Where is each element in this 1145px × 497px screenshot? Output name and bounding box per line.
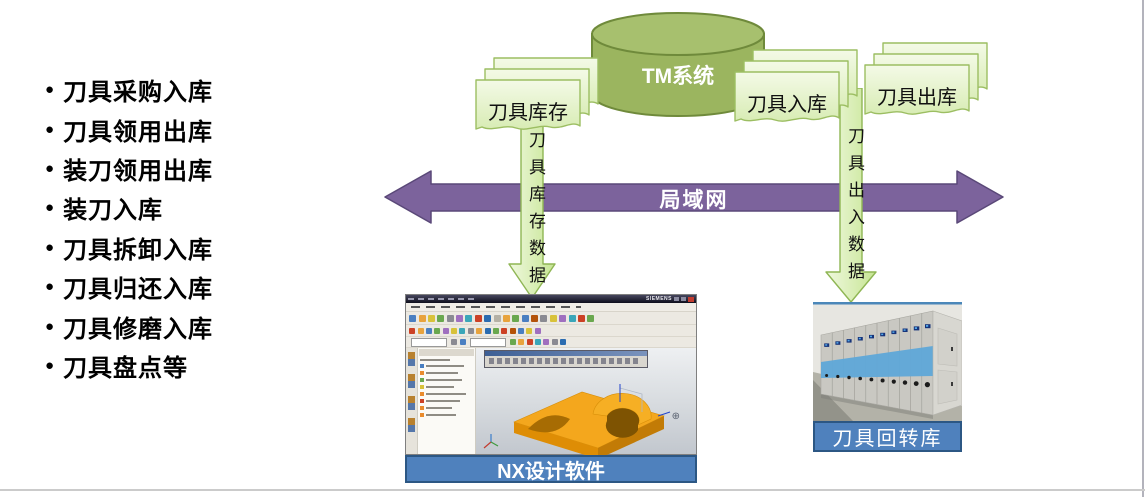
tm-system-database: TM系统 bbox=[588, 8, 768, 120]
list-item: ● 装刀领用出库 bbox=[45, 149, 213, 188]
nx-workspace: ⊕ bbox=[406, 348, 696, 459]
list-item: ● 装刀入库 bbox=[45, 188, 213, 227]
nx-banner-label: NX设计软件 bbox=[497, 460, 605, 483]
nx-toolbar-top bbox=[406, 312, 696, 325]
feature-list: ● 刀具采购入库 ● 刀具领用出库 ● 装刀领用出库 ● 装刀入库 ● 刀具拆卸入库 ● 刀… bbox=[45, 70, 213, 385]
stacked-docs-icon bbox=[475, 57, 599, 130]
sketch-tools-window bbox=[484, 350, 648, 368]
bullet-icon: ● bbox=[45, 238, 55, 256]
nx-software-screenshot: SIEMENS bbox=[405, 294, 697, 459]
coordinate-triad-icon bbox=[483, 434, 499, 449]
bullet-icon: ● bbox=[45, 199, 55, 217]
slide-bottom-edge bbox=[0, 489, 1145, 491]
tool-storage-banner: 刀具回转库 bbox=[813, 421, 962, 452]
nx-menu-bar bbox=[406, 303, 696, 312]
lan-network-arrow: 局域网 bbox=[383, 169, 1005, 225]
nx-3d-viewport: ⊕ bbox=[476, 348, 696, 459]
cylinder-icon bbox=[591, 12, 765, 117]
list-item-label: 刀具采购入库 bbox=[63, 79, 214, 107]
list-item-label: 刀具领用出库 bbox=[63, 118, 214, 146]
doc-stack-outbound: 刀具出库 bbox=[863, 41, 989, 127]
flow-arrow-inout bbox=[824, 87, 878, 304]
list-item-label: 装刀入库 bbox=[63, 197, 164, 225]
nx-resource-bar bbox=[406, 348, 418, 454]
bullet-icon: ● bbox=[45, 120, 55, 138]
doc-stack-label: 刀具库存 bbox=[488, 100, 568, 124]
inner-window-title-bar bbox=[485, 351, 647, 356]
list-item: ● 刀具归还入库 bbox=[45, 267, 213, 306]
flow-label-inventory: 刀具库存数据 bbox=[525, 131, 545, 293]
doc-stack-label: 刀具入库 bbox=[747, 92, 827, 116]
lan-label: 局域网 bbox=[659, 189, 729, 212]
nx-software-banner: NX设计软件 bbox=[405, 455, 697, 483]
siemens-brand: SIEMENS bbox=[645, 295, 672, 302]
bullet-icon: ● bbox=[45, 159, 55, 177]
stacked-docs-icon bbox=[734, 49, 858, 122]
list-item: ● 刀具领用出库 bbox=[45, 109, 213, 148]
doc-stack-inventory: 刀具库存 bbox=[474, 56, 600, 142]
nx-title-bar: SIEMENS bbox=[406, 295, 696, 303]
down-arrow-icon bbox=[508, 115, 556, 299]
orange-3d-model bbox=[513, 384, 671, 459]
tool-storage-banner-label: 刀具回转库 bbox=[832, 426, 943, 450]
list-item: ● 刀具拆卸入库 bbox=[45, 228, 213, 267]
bullet-icon: ● bbox=[45, 278, 55, 296]
maximize-icon bbox=[681, 297, 686, 301]
bullet-icon: ● bbox=[45, 81, 55, 99]
list-item-label: 刀具拆卸入库 bbox=[63, 236, 214, 264]
bullet-icon: ● bbox=[45, 356, 55, 374]
minimize-icon bbox=[674, 297, 679, 301]
list-item-label: 刀具盘点等 bbox=[63, 354, 189, 382]
tm-system-label: TM系统 bbox=[641, 65, 715, 88]
flow-arrow-inventory bbox=[505, 115, 559, 300]
nx-navigator-panel bbox=[418, 348, 476, 454]
list-item: ● 刀具修磨入库 bbox=[45, 306, 213, 345]
panel-header bbox=[419, 349, 474, 356]
list-item: ● 刀具盘点等 bbox=[45, 346, 213, 385]
doc-stack-inbound: 刀具入库 bbox=[733, 48, 859, 134]
dropdown-field bbox=[411, 337, 447, 347]
slide-right-edge bbox=[1142, 0, 1144, 497]
crosshair-icon: ⊕ bbox=[671, 411, 680, 422]
inner-window-toolbar bbox=[485, 356, 647, 365]
stacked-docs-icon bbox=[864, 42, 988, 115]
down-arrow-icon bbox=[825, 87, 877, 303]
tool-storage-photo bbox=[813, 302, 962, 421]
dropdown-field bbox=[469, 337, 506, 347]
list-item-label: 刀具归还入库 bbox=[63, 276, 214, 304]
list-item: ● 刀具采购入库 bbox=[45, 70, 213, 109]
storage-cabinets-image bbox=[813, 302, 962, 421]
nx-toolbar-bottom bbox=[406, 337, 696, 348]
list-item-label: 装刀领用出库 bbox=[63, 157, 214, 185]
nx-toolbar-middle bbox=[406, 325, 696, 337]
close-icon bbox=[688, 296, 694, 302]
flow-label-inout: 刀具出入数据 bbox=[844, 127, 864, 289]
title-bar-right: SIEMENS bbox=[645, 295, 694, 302]
window-title-text bbox=[408, 298, 478, 300]
list-item-label: 刀具修磨入库 bbox=[63, 315, 214, 343]
bullet-icon: ● bbox=[45, 317, 55, 335]
doc-stack-label: 刀具出库 bbox=[877, 85, 957, 109]
